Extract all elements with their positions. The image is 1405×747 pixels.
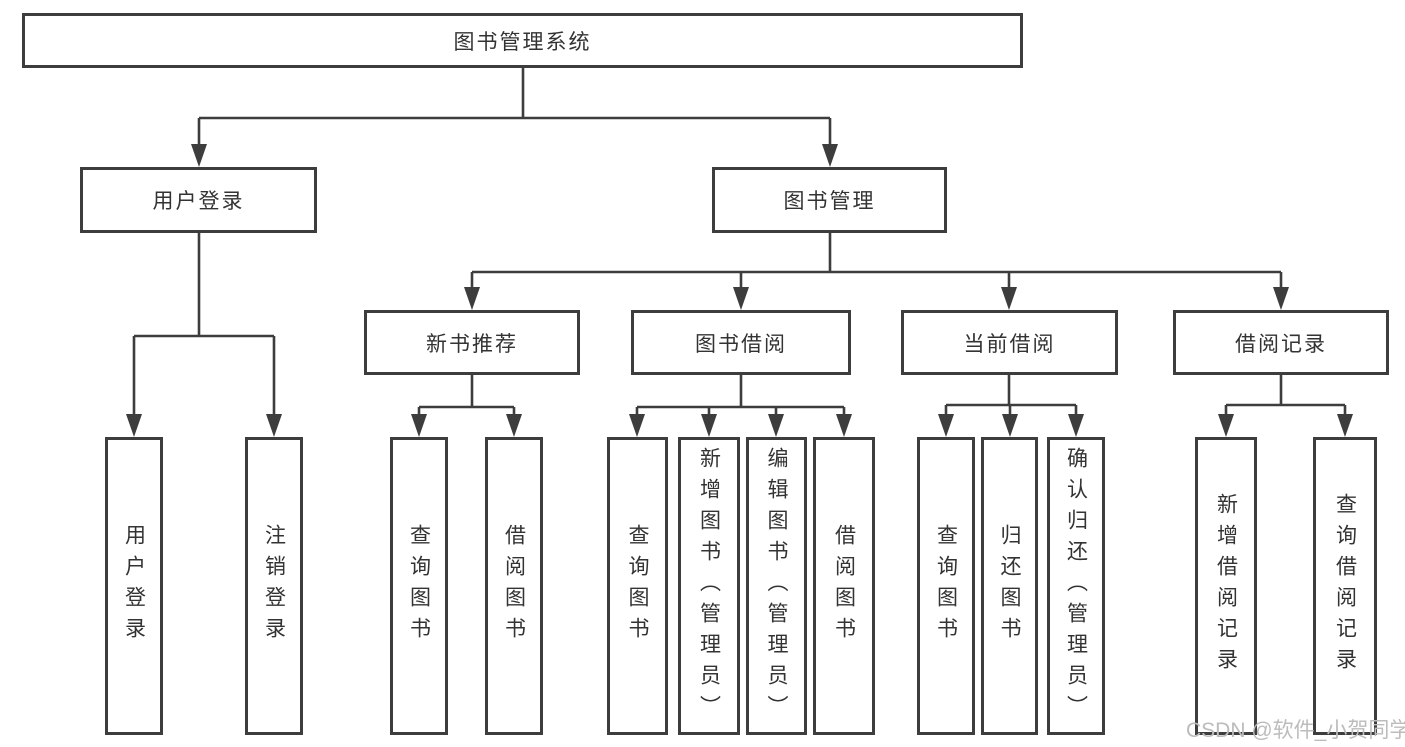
leaf-add-borrow-record: 新增借阅记录 [1195, 437, 1257, 735]
node-label: 用户登录 [122, 524, 146, 648]
connector-book-borrow-to-leaves [629, 375, 852, 437]
node-label: 借阅记录 [1235, 332, 1327, 356]
node-user-login: 用户登录 [80, 167, 317, 233]
leaf-edit-books-admin: 编辑图书（管理员） [746, 437, 807, 735]
connector-book-mgmt-to-modules [464, 233, 1289, 310]
node-label: 查询借阅记录 [1333, 493, 1357, 679]
leaf-borrow-query-books: 查询图书 [607, 437, 668, 735]
node-label: 用户登录 [152, 190, 245, 213]
connector-borrow-records-to-leaves [1218, 375, 1353, 437]
node-label: 查询图书 [626, 524, 649, 648]
leaf-rec-query-books: 查询图书 [390, 437, 448, 735]
node-borrowing-records: 借阅记录 [1173, 310, 1389, 375]
leaf-add-books-admin: 新增图书（管理员） [678, 437, 740, 735]
node-label: 新增借阅记录 [1214, 493, 1238, 679]
leaf-query-borrow-record: 查询借阅记录 [1313, 437, 1377, 735]
node-label: 借阅图书 [502, 524, 526, 648]
node-book-borrowing: 图书借阅 [631, 310, 851, 375]
node-label: 借阅图书 [832, 524, 856, 648]
csdn-watermark: CSDN @软件_小贺同学 [1186, 719, 1405, 742]
node-label: 注销登录 [262, 524, 286, 648]
node-label: 图书管理系统 [453, 30, 592, 54]
node-library-management-system: 图书管理系统 [22, 13, 1023, 68]
leaf-confirm-return-admin: 确认归还（管理员） [1047, 437, 1105, 735]
node-current-borrowing: 当前借阅 [901, 310, 1118, 375]
node-label: 图书管理 [783, 190, 876, 213]
connector-user-login-to-leaves [126, 233, 282, 437]
leaf-rec-borrow-books: 借阅图书 [485, 437, 543, 735]
node-label: 新增图书（管理员） [697, 446, 721, 726]
node-label: 查询图书 [934, 524, 958, 648]
node-new-book-recommendation: 新书推荐 [364, 310, 580, 375]
connector-new-book-rec-to-leaves [411, 375, 522, 437]
node-label: 确认归还（管理员） [1064, 446, 1088, 726]
node-label: 新书推荐 [426, 332, 518, 356]
node-label: 查询图书 [407, 524, 431, 648]
leaf-user-login: 用户登录 [105, 437, 163, 735]
connector-current-borrow-to-leaves [938, 375, 1084, 437]
leaf-return-books: 归还图书 [981, 437, 1038, 735]
node-book-management: 图书管理 [712, 167, 947, 233]
leaf-current-query-books: 查询图书 [917, 437, 975, 735]
node-label: 编辑图书（管理员） [765, 446, 788, 726]
node-label: 图书借阅 [695, 332, 787, 356]
node-label: 当前借阅 [963, 332, 1056, 356]
leaf-borrow-borrow-books: 借阅图书 [813, 437, 875, 735]
leaf-logout: 注销登录 [245, 437, 303, 735]
connector-root-to-branches [191, 68, 838, 167]
node-label: 归还图书 [998, 524, 1021, 648]
